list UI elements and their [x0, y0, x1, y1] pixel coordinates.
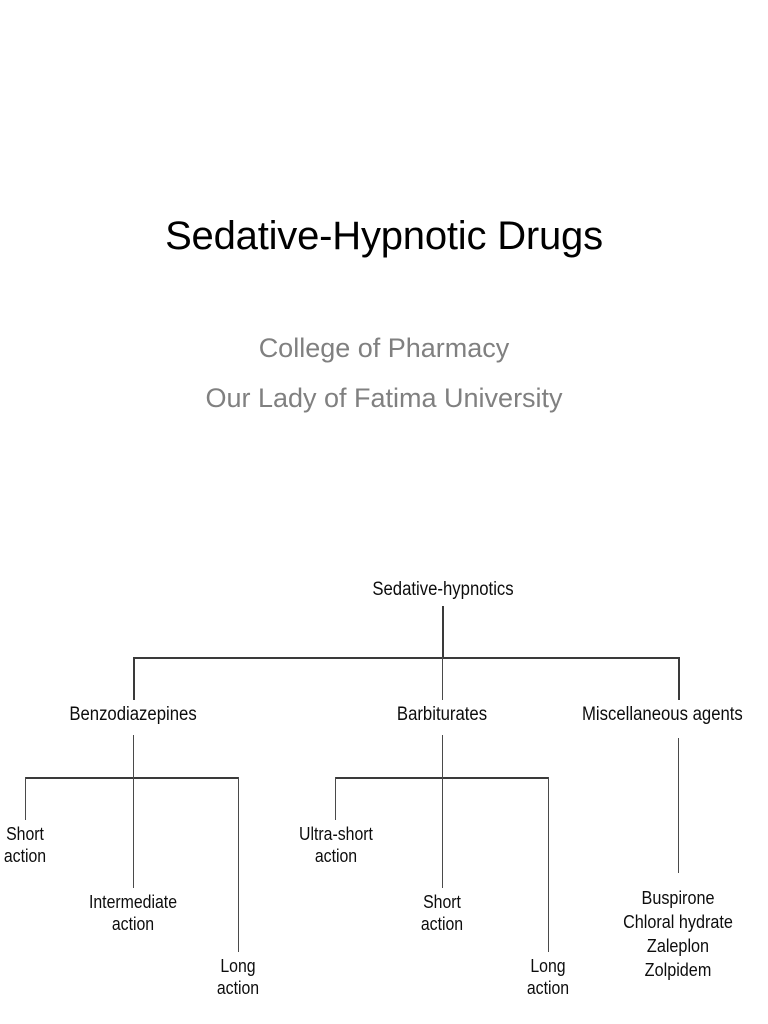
leaf-text-line-1: Short — [6, 824, 44, 844]
connector-drop-barbiturates — [442, 657, 443, 700]
subtitle-line-1: College of Pharmacy — [258, 333, 510, 363]
misc-agent-chloral-hydrate: Chloral hydrate — [623, 911, 733, 932]
leaf-text-line-1: Ultra-short — [299, 824, 373, 844]
leaf-text-line-2: action — [314, 845, 358, 866]
leaf-text-line-1: Intermediate — [88, 892, 178, 912]
connector-drop-benzodiazepines — [133, 657, 135, 700]
leaf-text-line-2: action — [3, 845, 47, 866]
misc-agent-zolpidem: Zolpidem — [644, 959, 712, 980]
connector-barbiturates-stem — [442, 735, 443, 778]
connector-drop-barb-short — [442, 777, 443, 888]
connector-drop-benzo-long — [238, 777, 239, 952]
sedative-hypnotics-tree-diagram: Sedative-hypnotics Benzodiazepines Barbi… — [0, 560, 768, 1024]
leaf-text-line-1: Long — [220, 956, 256, 976]
tree-node-barbiturates: Barbiturates — [396, 704, 488, 725]
connector-drop-barb-long — [548, 777, 549, 952]
leaf-text-line-2: action — [526, 977, 570, 998]
connector-drop-benzo-intermediate — [133, 777, 134, 888]
tree-leaf-barb-long: Long action — [502, 956, 594, 1000]
tree-leaf-barb-short: Short action — [395, 892, 488, 936]
leaf-text-line-2: action — [420, 913, 464, 934]
connector-level1-bus — [133, 657, 679, 659]
connector-drop-miscellaneous — [678, 657, 680, 700]
misc-agent-buspirone: Buspirone — [641, 888, 715, 908]
subtitle-line-2: Our Lady of Fatima University — [205, 383, 563, 413]
leaf-text-line-2: action — [216, 977, 260, 998]
leaf-text-line-1: Short — [423, 892, 461, 912]
tree-node-benzodiazepines: Benzodiazepines — [69, 704, 197, 725]
tree-leaf-barb-ultra-short: Ultra-short action — [276, 824, 396, 868]
page-title: Sedative-Hypnotic Drugs — [165, 214, 603, 258]
connector-drop-barb-ultra-short — [335, 777, 336, 820]
connector-benzodiazepines-stem — [133, 735, 134, 778]
connector-benzodiazepines-bus — [25, 777, 239, 779]
tree-leaf-benzo-intermediate: Intermediate action — [66, 892, 200, 936]
connector-root-stem — [442, 606, 444, 657]
tree-leaf-benzo-short: Short action — [0, 824, 72, 868]
connector-drop-benzo-short — [25, 777, 26, 820]
leaf-text-line-2: action — [111, 913, 155, 934]
misc-agent-zaleplon: Zaleplon — [646, 935, 710, 956]
leaf-text-line-1: Long — [530, 956, 566, 976]
tree-leaf-benzo-long: Long action — [192, 956, 284, 1000]
connector-miscellaneous-stem — [678, 738, 679, 873]
tree-node-root: Sedative-hypnotics — [372, 579, 514, 600]
tree-node-miscellaneous-agents: Miscellaneous agents — [582, 704, 743, 725]
tree-leaf-miscellaneous-agent-list: Buspirone Chloral hydrate Zaleplon Zolpi… — [588, 887, 768, 983]
